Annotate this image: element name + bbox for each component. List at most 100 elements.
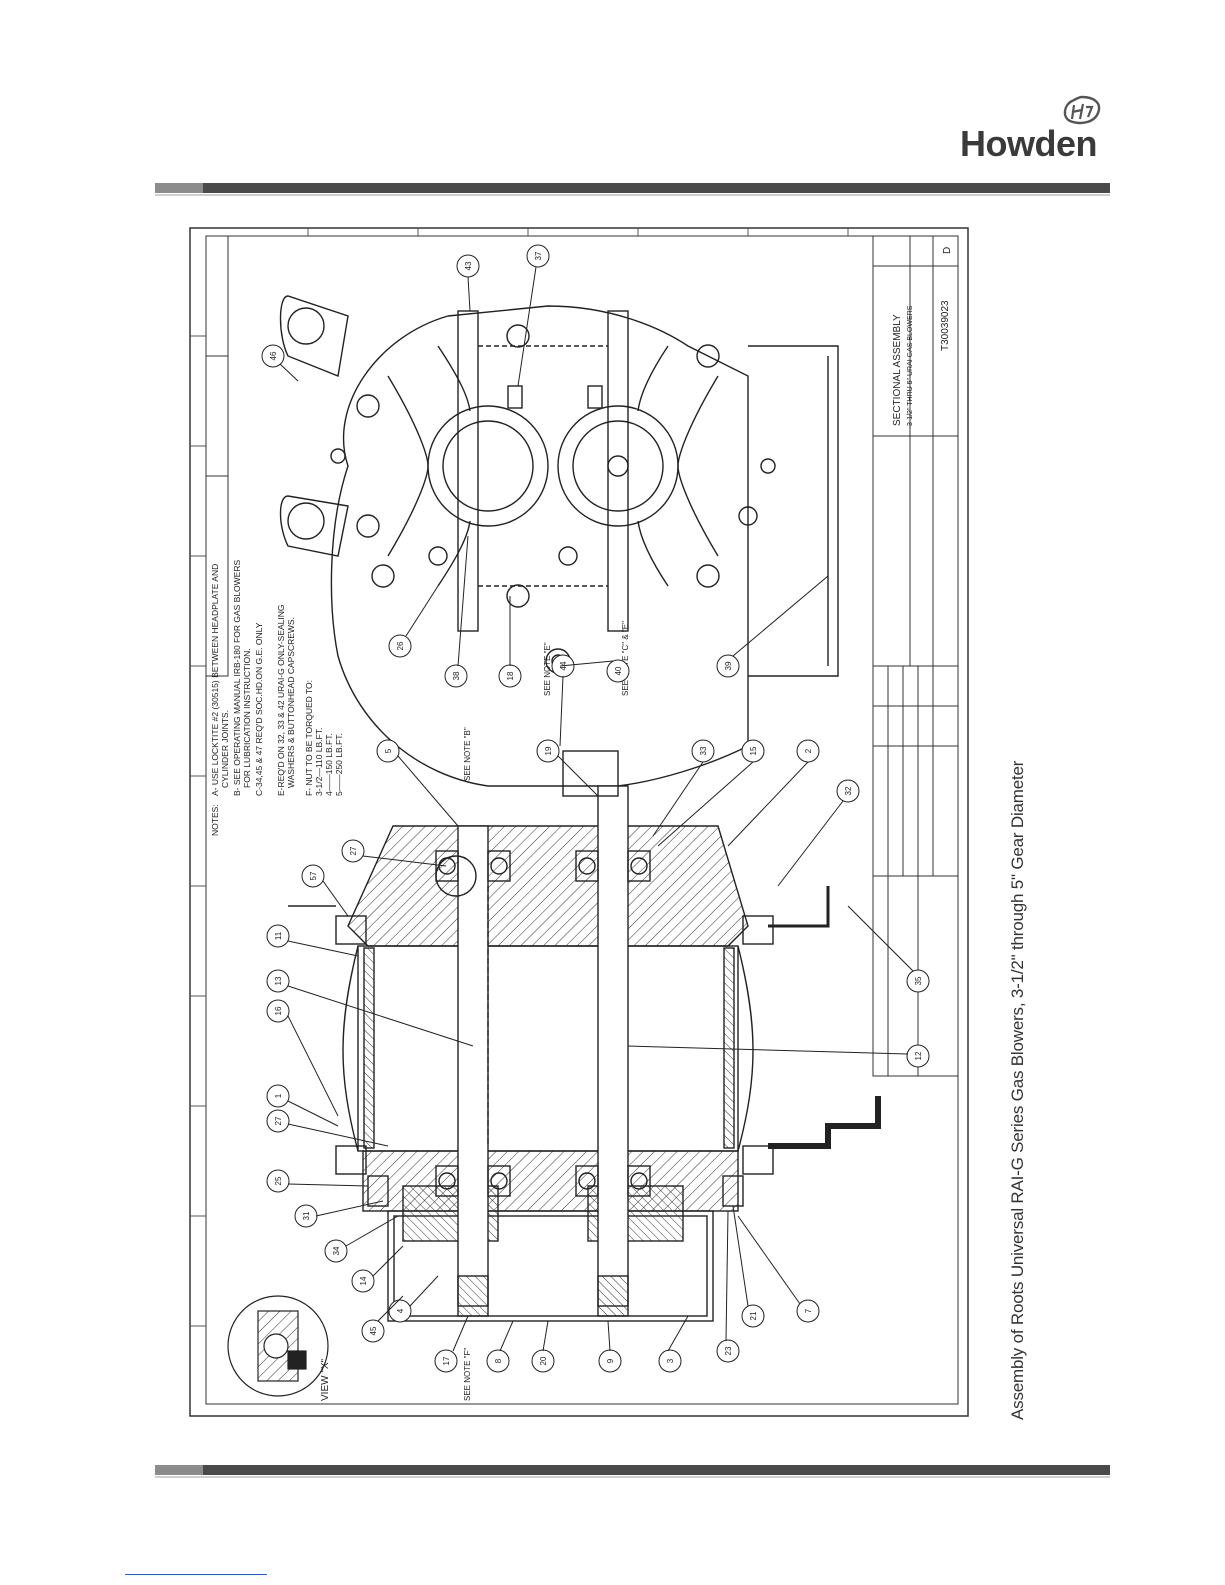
svg-text:40: 40	[614, 666, 623, 675]
balloon-19: 19	[536, 739, 599, 797]
svg-text:CYLINDER JOINTS.: CYLINDER JOINTS.	[220, 710, 230, 788]
balloon-34: 34	[324, 1215, 399, 1263]
svg-text:2: 2	[804, 748, 813, 753]
svg-text:34: 34	[332, 1246, 341, 1255]
drawing-subtitle: 3-1/2" THRU 5" URAI GAS BLOWERS	[907, 305, 914, 426]
svg-text:7: 7	[804, 1308, 813, 1313]
balloon-8: 8	[486, 1320, 514, 1373]
svg-text:17: 17	[442, 1356, 451, 1365]
balloon-40: 40	[559, 659, 630, 683]
balloon-1: 1	[266, 1084, 339, 1127]
see-note-b: SEE NOTE "B"	[463, 727, 472, 781]
svg-text:C-34,45 & 47 REQ'D SOC.HD.ON G: C-34,45 & 47 REQ'D SOC.HD.ON G.E. ONLY	[254, 622, 264, 796]
balloon-20: 20	[531, 1320, 555, 1373]
svg-text:4——150 LB.FT.: 4——150 LB.FT.	[324, 733, 334, 796]
balloon-18: 18	[498, 596, 522, 688]
svg-text:39: 39	[724, 661, 733, 670]
balloon-27a: 27	[341, 839, 447, 867]
svg-text:FOR LUBRICATION INSTRUCTION.: FOR LUBRICATION INSTRUCTION.	[242, 648, 252, 788]
balloon-43: 43	[456, 254, 480, 312]
balloon-27b: 27	[266, 1109, 389, 1147]
svg-text:27: 27	[349, 846, 358, 855]
view-x-label: VIEW "X"	[320, 1358, 331, 1401]
balloon-32: 32	[777, 779, 860, 887]
view-x-detail	[227, 1295, 329, 1397]
balloon-35: 35	[847, 905, 930, 993]
part-balloons-end: 46 43 37 26 38 18 44 40 39	[261, 244, 829, 747]
howden-emblem-icon	[1063, 95, 1101, 125]
balloon-7: 7	[737, 1215, 820, 1323]
svg-text:5——250 LB.FT.: 5——250 LB.FT.	[334, 733, 344, 796]
figure-caption: Assembly of Roots Universal RAI-G Series…	[1008, 760, 1027, 1420]
see-note-e: SEE NOTE "E"	[543, 642, 552, 696]
svg-text:35: 35	[914, 976, 923, 985]
drawing-notes: NOTES: A- USE LOCKTITE #2 (30515) BETWEE…	[210, 560, 344, 836]
svg-text:15: 15	[749, 746, 758, 755]
svg-text:11: 11	[274, 931, 283, 940]
balloon-5: 5	[376, 739, 459, 827]
drawing-title: SECTIONAL ASSEMBLY	[892, 314, 903, 426]
svg-text:3: 3	[666, 1358, 675, 1363]
balloon-12: 12	[627, 1044, 930, 1068]
drawing-number: T30039023	[940, 300, 951, 351]
balloon-23: 23	[716, 1210, 740, 1363]
balloon-44: 44	[551, 654, 575, 747]
balloon-57: 57	[301, 864, 349, 917]
balloon-13: 13	[266, 969, 474, 1047]
balloon-2: 2	[727, 739, 820, 847]
svg-text:A- USE LOCKTITE #2 (30515) BET: A- USE LOCKTITE #2 (30515) BETWEEN HEADP…	[210, 564, 220, 796]
balloon-3: 3	[658, 1315, 689, 1373]
svg-text:20: 20	[539, 1356, 548, 1365]
see-note-f: SEE NOTE "F"	[463, 1348, 472, 1401]
balloon-38: 38	[444, 535, 469, 688]
side-section-view	[288, 750, 881, 1322]
svg-text:F- NUT TO BE TORQUED TO:: F- NUT TO BE TORQUED TO:	[304, 680, 314, 796]
svg-text:16: 16	[274, 1006, 283, 1015]
svg-text:E-REQ'D ON 32, 33 & 42 URAI-G: E-REQ'D ON 32, 33 & 42 URAI-G ONLY-SEALI…	[276, 604, 286, 796]
balloon-25: 25	[266, 1169, 369, 1193]
svg-text:12: 12	[914, 1051, 923, 1060]
end-view	[279, 295, 839, 787]
svg-text:45: 45	[369, 1326, 378, 1335]
notes-title: NOTES:	[210, 804, 220, 836]
logo-wordmark: Howden	[960, 123, 1098, 164]
svg-text:57: 57	[309, 871, 318, 880]
balloon-26: 26	[388, 585, 439, 658]
balloon-16: 16	[266, 999, 339, 1117]
drawing-revision: D	[942, 247, 953, 254]
svg-text:WASHERS & BUTTONHEAD CAPSCREWS: WASHERS & BUTTONHEAD CAPSCREWS.	[286, 617, 296, 788]
svg-text:23: 23	[724, 1346, 733, 1355]
balloon-46: 46	[261, 344, 299, 382]
svg-text:25: 25	[274, 1176, 283, 1185]
svg-text:31: 31	[302, 1211, 311, 1220]
svg-text:46: 46	[269, 351, 278, 360]
svg-text:27: 27	[274, 1116, 283, 1125]
svg-text:26: 26	[396, 641, 405, 650]
svg-text:8: 8	[494, 1358, 503, 1363]
sectional-assembly-drawing: NOTES: A- USE LOCKTITE #2 (30515) BETWEE…	[189, 227, 969, 1417]
title-block	[872, 235, 959, 1077]
svg-text:1: 1	[274, 1093, 283, 1098]
balloon-45: 45	[361, 1295, 404, 1343]
svg-text:37: 37	[534, 251, 543, 260]
see-note-c-e: SEE NOTE "C" & "E"	[621, 621, 630, 696]
svg-text:13: 13	[274, 976, 283, 985]
svg-text:4: 4	[396, 1308, 405, 1313]
balloon-21: 21	[732, 1205, 765, 1328]
svg-text:21: 21	[749, 1311, 758, 1320]
balloon-33: 33	[652, 739, 715, 837]
howden-logo: Howden	[960, 95, 1110, 165]
svg-text:18: 18	[506, 671, 515, 680]
balloon-17: 17	[434, 1315, 469, 1373]
balloon-4: 4	[388, 1275, 439, 1323]
footer-rule	[155, 1465, 1110, 1478]
svg-text:19: 19	[544, 746, 553, 755]
balloon-9: 9	[598, 1320, 622, 1373]
svg-text:33: 33	[699, 746, 708, 755]
balloon-15: 15	[657, 739, 765, 847]
svg-text:5: 5	[384, 748, 393, 753]
svg-text:43: 43	[464, 261, 473, 270]
balloon-39: 39	[716, 575, 829, 678]
balloon-31: 31	[294, 1200, 384, 1228]
footer-link-underline	[125, 1574, 267, 1575]
